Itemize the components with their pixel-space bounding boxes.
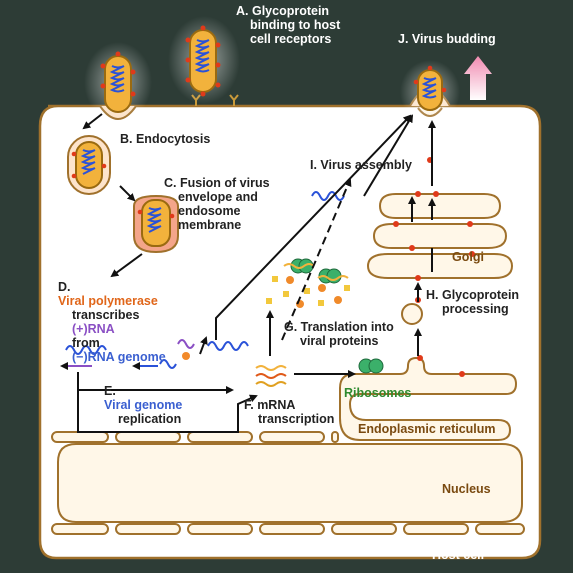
- rna-strands: [65, 191, 345, 369]
- transport-vesicle: [401, 303, 423, 325]
- budding-arrow: [464, 56, 492, 100]
- mrna-strands: [255, 365, 287, 387]
- virus-particle-entering: [84, 42, 152, 122]
- label-d-viral-polymerase: D. Viral polymerase transcribes (+)RNA f…: [58, 280, 166, 364]
- label-e-genome-replication: E. Viral genome replication: [104, 384, 183, 426]
- label-endoplasmic-reticulum: Endoplasmic reticulum: [358, 422, 496, 436]
- label-ribosomes: Ribosomes: [344, 386, 412, 400]
- fusion-virus: [133, 194, 179, 254]
- label-golgi: Golgi: [452, 250, 484, 264]
- endosome-virus: [67, 135, 111, 195]
- golgi-apparatus: [366, 193, 514, 279]
- label-c-fusion: C. Fusion of virus envelope and endosome…: [164, 176, 270, 232]
- label-g-translation: G. Translation into viral proteins: [284, 320, 394, 348]
- label-h-glycoprotein-processing: H. Glycoprotein processing: [426, 288, 520, 316]
- label-nucleus: Nucleus: [442, 482, 491, 496]
- nucleus: [57, 443, 523, 523]
- label-a-glycoprotein-binding: A. Glycoprotein binding to host cell rec…: [236, 4, 341, 46]
- viral-proteins: [266, 258, 350, 308]
- nuclear-envelope-outer: [51, 431, 525, 535]
- label-i-virus-assembly: I. Virus assembly: [310, 158, 412, 172]
- virus-particle-a: [168, 16, 240, 104]
- ribosome-icons: [358, 358, 384, 374]
- endoplasmic-reticulum: [339, 356, 518, 441]
- budding-virus: [400, 60, 460, 124]
- label-b-endocytosis: B. Endocytosis: [120, 132, 211, 146]
- pathway-arrows: [77, 113, 436, 433]
- polymerase-dot: [182, 352, 190, 360]
- er-dots: [417, 355, 465, 377]
- label-j-virus-budding: J. Virus budding: [398, 32, 496, 46]
- label-host-cell: Host cell: [432, 548, 485, 562]
- label-f-mrna-transcription: F. mRNA transcription: [244, 398, 335, 426]
